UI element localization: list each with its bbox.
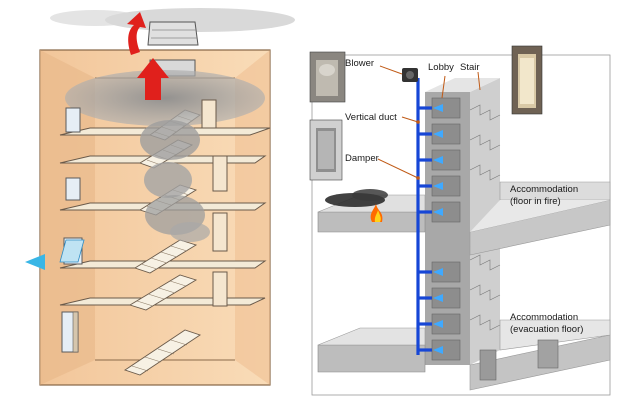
label-floor-in-fire-title: Accommodation [510, 184, 578, 195]
label-vertical-duct: Vertical duct [345, 112, 397, 123]
label-blower: Blower [345, 58, 374, 69]
photo-blower [309, 51, 346, 103]
floor-slab-evacuation [317, 319, 611, 391]
label-evacuation-floor-title: Accommodation [510, 312, 578, 323]
floor-slab-fire [317, 181, 611, 256]
photo-stair-door [511, 45, 543, 115]
ground-door [72, 311, 79, 353]
label-lobby: Lobby [428, 62, 454, 73]
rooftop-smoke-left [50, 10, 140, 26]
label-damper: Damper [345, 153, 379, 164]
fire-on-floor [325, 189, 388, 222]
label-floor-in-fire-subtitle: (floor in fire) [510, 196, 561, 207]
right-pressurization-illustration: Blower Lobby Stair Vertical duct Damper … [309, 45, 611, 396]
left-stairwell-illustration [25, 8, 295, 386]
label-evacuation-floor-subtitle: (evacuation floor) [510, 324, 583, 335]
label-leader-lines [377, 65, 481, 179]
blower-fan-icon [406, 71, 414, 79]
label-stair: Stair [460, 62, 480, 73]
exhaust-arrows [127, 12, 169, 100]
photo-damper [309, 119, 343, 181]
inlet-vent-opening [59, 239, 85, 263]
floor-doors [201, 99, 228, 307]
fresh-air-inlet-arrow [25, 254, 45, 270]
rooftop-fan-housing [147, 21, 199, 46]
vertical-duct [416, 78, 432, 355]
